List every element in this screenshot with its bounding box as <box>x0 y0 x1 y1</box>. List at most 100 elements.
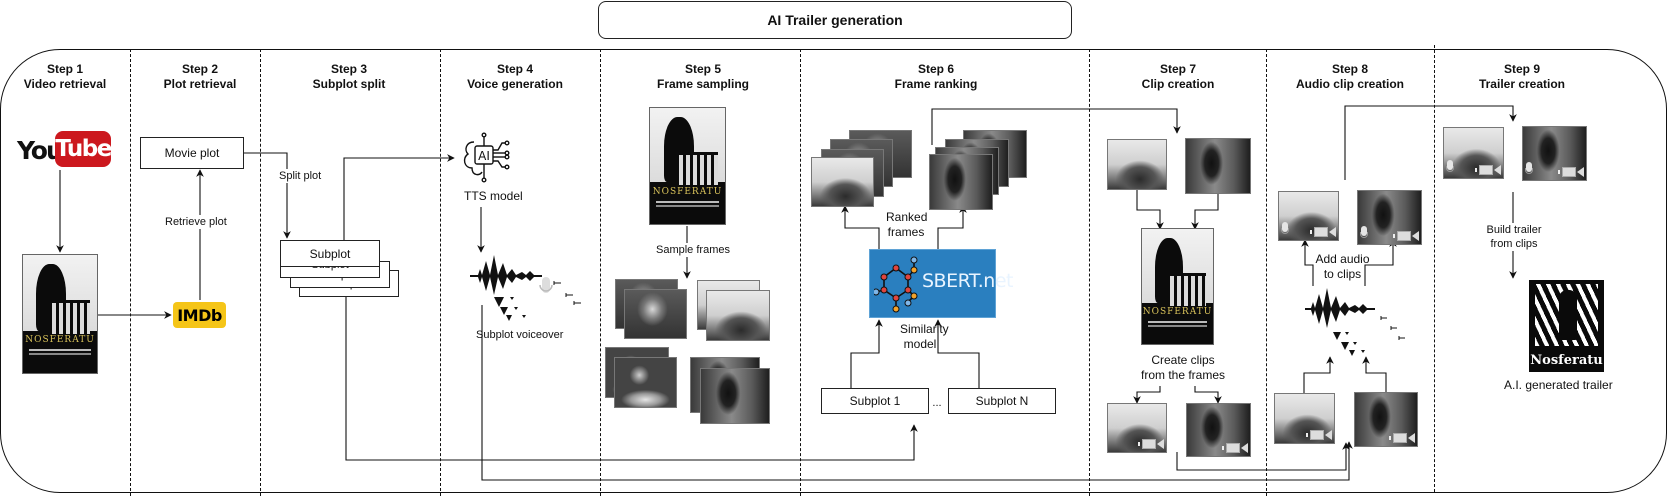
clip-tri <box>1325 430 1332 440</box>
step-divider <box>440 49 441 496</box>
arrow-clips-to-audio <box>1176 442 1350 471</box>
video-camera-icon <box>1389 433 1415 443</box>
clip-source-frame <box>1185 138 1251 194</box>
build-trailer-label: Build trailer from clips <box>1483 223 1545 251</box>
clip-tri <box>1577 167 1584 177</box>
clip-dot <box>1310 230 1312 234</box>
clip-tri <box>1329 227 1336 237</box>
poster-railing <box>676 152 718 186</box>
tts-model-label: TTS model <box>464 189 523 204</box>
step-name: Audio clip creation <box>1295 77 1404 91</box>
step-number: Step 8 <box>1331 62 1368 76</box>
step-divider <box>130 49 131 496</box>
video-camera-icon <box>1475 165 1501 175</box>
molecule-icon <box>874 256 918 313</box>
video-clip <box>1107 403 1167 453</box>
arrow-subplotN-to-sbert <box>934 319 980 388</box>
mic-cap <box>1282 222 1288 232</box>
clip-cam <box>1562 167 1576 177</box>
clip-dot <box>1222 446 1224 450</box>
clip-cam <box>1226 443 1240 453</box>
create-clips-label: Create clips from the frames <box>1140 353 1226 382</box>
microphone-icon <box>1525 162 1533 178</box>
poster-subtitle <box>28 349 92 352</box>
split-plot-label: Split plot <box>279 169 322 183</box>
clip-cam <box>1142 439 1156 449</box>
poster-figure <box>1559 290 1577 340</box>
subplot-n-box: Subplot N <box>948 388 1056 414</box>
arrow-sbert-to-frames-right <box>937 205 967 249</box>
ai-icon-text: AI <box>478 149 490 163</box>
mic-cup <box>1360 232 1368 238</box>
subplot-ellipsis: ... <box>932 397 942 409</box>
arrow-poster-to-clip1 <box>1133 386 1161 404</box>
similarity-model-label: Similarity model <box>900 322 949 351</box>
video-camera-icon <box>1138 439 1164 449</box>
diagram-title: AI Trailer generation <box>598 1 1072 39</box>
arrow-waveform-to-clip2 <box>1364 239 1397 286</box>
step-divider <box>1089 49 1090 496</box>
clip-cam <box>1393 433 1407 443</box>
ranked-frame-top <box>929 154 993 210</box>
retrieve-plot-label: Retrieve plot <box>165 215 227 229</box>
ranked-frames-label: Ranked frames <box>886 210 928 239</box>
step-number: Step 2 <box>181 62 218 76</box>
mic-cup <box>1446 166 1454 172</box>
arrow-frame2-to-poster <box>1191 194 1219 230</box>
clip-tri <box>1157 439 1164 449</box>
step-divider <box>1434 45 1435 492</box>
clip-cam <box>1310 430 1324 440</box>
poster-title: NOSFERATU <box>1142 307 1213 318</box>
microphone-icon <box>1281 222 1289 238</box>
step-divider <box>1266 49 1267 496</box>
movie-plot-box: Movie plot <box>140 137 244 169</box>
subplot-card-1: Subplot <box>280 240 380 267</box>
arrow-audioclip2-to-waveform <box>1362 356 1387 393</box>
arrow-voice-to-audio <box>481 305 1353 481</box>
step-name: Frame sampling <box>656 77 750 91</box>
video-clip <box>1274 393 1335 444</box>
arrow-plot-to-subplot <box>244 152 291 239</box>
step-number: Step 5 <box>684 62 721 76</box>
clip-cam <box>1314 227 1328 237</box>
arrow-ranked-to-clips <box>931 108 1181 145</box>
ranked-frame-top <box>811 157 874 207</box>
sample-frame <box>624 289 687 339</box>
sbert-logo-text: SBERT.net <box>922 270 1014 292</box>
step-number: Step 7 <box>1159 62 1196 76</box>
step-divider <box>260 49 261 496</box>
add-audio-label: Add audio to clips <box>1315 252 1370 281</box>
step7-poster: NOSFERATU <box>1141 228 1214 345</box>
video-camera-icon <box>1222 443 1248 453</box>
sample-frame <box>614 357 677 408</box>
ai-brain-icon: AI <box>463 132 510 183</box>
arrow-subplot1-to-sbert <box>850 319 883 388</box>
sbert-logo: SBERT.net <box>869 249 1014 318</box>
clip-tri <box>1408 433 1415 443</box>
step-divider <box>800 49 801 496</box>
step-name: Trailer creation <box>1478 77 1566 91</box>
arrow-subplot-to-tts <box>343 154 455 240</box>
step-number: Step 9 <box>1503 62 1540 76</box>
final-audio-clip <box>1522 126 1587 181</box>
trailer-poster-title: Nosferatu <box>1530 353 1603 368</box>
clip-dot <box>1389 436 1391 440</box>
clip-cam <box>1479 165 1493 175</box>
poster-subtitle <box>1147 321 1208 323</box>
step-number: Step 4 <box>496 62 533 76</box>
arrow-audioclips-to-trailer <box>1344 105 1517 180</box>
mic-cap <box>1526 162 1532 172</box>
clip-tri <box>1241 443 1248 453</box>
video-clip <box>1354 392 1418 447</box>
trailer-poster: Nosferatu <box>1529 280 1604 372</box>
poster-subtitle <box>656 200 719 203</box>
